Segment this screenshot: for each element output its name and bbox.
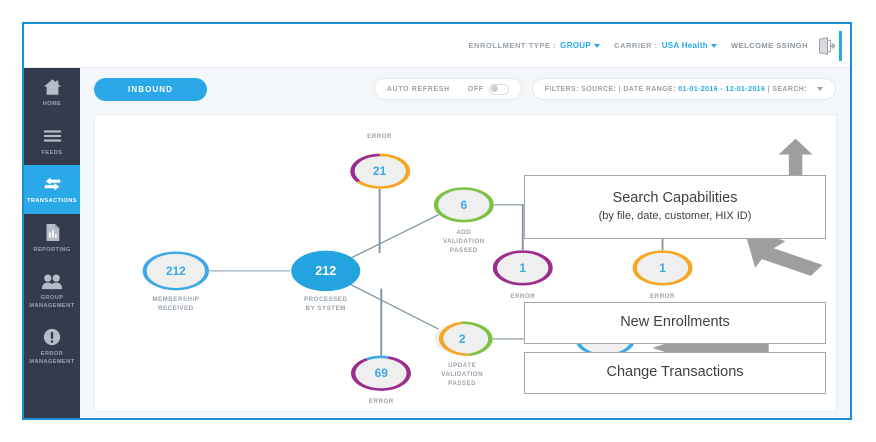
sidebar-item-group-management[interactable]: GROUP MANAGEMENT xyxy=(24,262,80,318)
home-icon xyxy=(43,77,62,97)
enrollment-type-value: GROUP xyxy=(560,41,592,50)
node-error-update-validation[interactable] xyxy=(351,355,411,391)
edge-processed-addvalidation xyxy=(350,214,440,259)
sidebar-item-transactions[interactable]: TRANSACTIONS xyxy=(24,165,80,214)
sidebar-item-reporting[interactable]: REPORTING xyxy=(24,214,80,263)
carrier-value: USA Health xyxy=(661,41,708,50)
node-add-validation-passed[interactable] xyxy=(433,187,494,223)
edge-processed-updatevalidation xyxy=(350,284,440,330)
callout-search-capabilities: Search Capabilities (by file, date, cust… xyxy=(524,175,826,239)
inbound-tab-button[interactable]: INBOUND xyxy=(94,77,208,101)
sidebar-item-home[interactable]: HOME xyxy=(24,68,80,117)
auto-refresh-label: AUTO REFRESH xyxy=(386,85,450,93)
node-processed-by-system[interactable] xyxy=(291,250,361,292)
exclamation-circle-icon xyxy=(43,327,61,347)
hamburger-icon xyxy=(43,126,62,146)
node-label-processed-by-system: PROCESSED BY SYSTEM xyxy=(304,296,348,313)
auto-refresh-toggle-control[interactable]: AUTO REFRESH OFF xyxy=(373,78,522,100)
node-label-membership-received: MEMBERSHIP RECEIVED xyxy=(152,296,200,313)
filters-suffix: | SEARCH: xyxy=(765,85,807,93)
sidebar-item-label: GROUP MANAGEMENT xyxy=(29,295,75,309)
filters-summary: FILTERS: SOURCE: | DATE RANGE: 01-01-201… xyxy=(545,86,807,93)
chevron-down-icon xyxy=(710,43,717,48)
callout-title: Change Transactions xyxy=(606,364,744,381)
node-error-top[interactable] xyxy=(350,153,411,189)
welcome-user-label: WELCOME SSINGH xyxy=(730,41,808,50)
enrollment-type-label: ENROLLMENT TYPE : xyxy=(468,41,557,50)
logout-icon[interactable] xyxy=(818,36,836,55)
node-label-error-top: ERROR xyxy=(367,132,393,140)
node-label-error-add: ERROR xyxy=(510,293,536,301)
carrier-selector[interactable]: CARRIER : USA Health xyxy=(614,41,717,50)
topbar-accent-bar xyxy=(839,30,842,61)
node-label-error-update: ERROR xyxy=(368,397,394,405)
filters-prefix: FILTERS: SOURCE: | DATE RANGE: xyxy=(544,85,679,93)
toolbar: INBOUND AUTO REFRESH OFF FILTERS: SOURCE… xyxy=(80,68,850,110)
auto-refresh-state: OFF xyxy=(467,85,484,93)
chevron-down-icon xyxy=(594,43,601,48)
exchange-arrows-icon xyxy=(43,174,62,194)
node-error-add-validation[interactable] xyxy=(492,250,553,286)
callout-subtitle: (by file, date, customer, HIX ID) xyxy=(598,209,752,222)
people-icon xyxy=(41,271,63,291)
sidebar-item-label: FEEDS xyxy=(41,149,63,156)
callout-title: Search Capabilities xyxy=(612,190,738,207)
filters-bar[interactable]: FILTERS: SOURCE: | DATE RANGE: 01-01-201… xyxy=(531,78,836,100)
callout-title: New Enrollments xyxy=(620,314,730,331)
arrow-up-to-filters xyxy=(778,138,813,190)
node-label-add-validation-passed: ADD VALIDATION PASSED xyxy=(442,229,485,255)
filters-date-range: 01-01-2016 - 12-01-2016 xyxy=(678,85,766,93)
node-membership-received[interactable] xyxy=(142,251,210,291)
carrier-label: CARRIER : xyxy=(614,41,658,50)
callout-change-transactions: Change Transactions xyxy=(524,352,826,394)
node-update-validation-passed[interactable] xyxy=(434,321,493,357)
callout-new-enrollments: New Enrollments xyxy=(524,302,826,344)
toolbar-right-group: AUTO REFRESH OFF FILTERS: SOURCE: | DATE… xyxy=(373,78,836,100)
sidebar-item-label: REPORTING xyxy=(33,246,71,253)
node-label-error-loaded: ERROR xyxy=(650,293,675,301)
sidebar-item-label: HOME xyxy=(42,101,62,107)
document-chart-icon xyxy=(44,223,61,243)
enrollment-type-selector[interactable]: ENROLLMENT TYPE : GROUP xyxy=(468,41,601,50)
sidebar-item-feeds[interactable]: FEEDS xyxy=(24,117,80,166)
node-label-update-validation-passed: UPDATE VALIDATION PASSED xyxy=(441,362,484,388)
sidebar-item-label: ERROR MANAGEMENT xyxy=(29,351,75,365)
toggle-knob xyxy=(490,85,498,92)
top-bar: ENROLLMENT TYPE : GROUP CARRIER : USA He… xyxy=(24,24,850,68)
sidebar-item-label: TRANSACTIONS xyxy=(27,198,77,205)
chevron-down-icon[interactable] xyxy=(817,87,823,91)
auto-refresh-switch[interactable] xyxy=(488,83,509,95)
node-error-loaded[interactable] xyxy=(632,250,693,286)
sidebar-item-error-management[interactable]: ERROR MANAGEMENT xyxy=(24,318,80,374)
sidebar: HOME FEEDS xyxy=(24,68,80,418)
